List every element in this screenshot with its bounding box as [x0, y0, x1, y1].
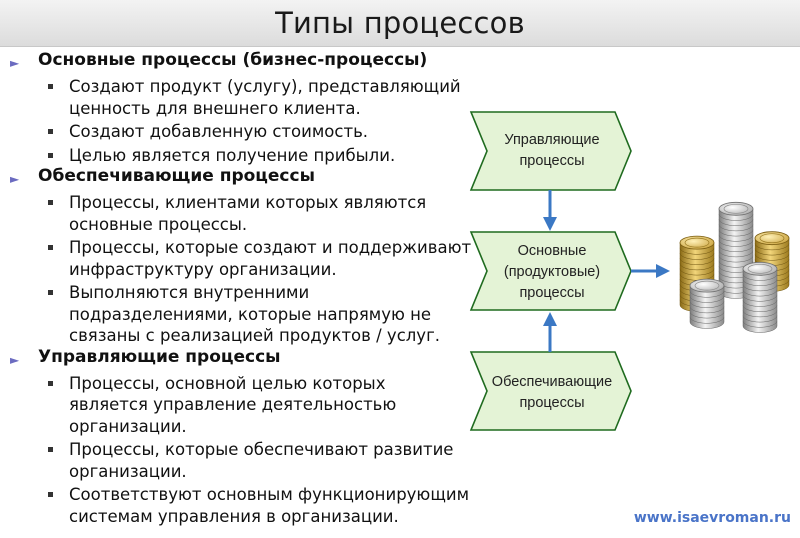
bullet-line: Соответствуют основным функционирующим: [69, 485, 470, 504]
title-bar: Типы процессов: [0, 0, 800, 47]
bullet-line: является управление деятельностью: [69, 395, 397, 414]
arrow-right-icon: [631, 264, 670, 278]
square-bullet-icon: [48, 245, 53, 250]
square-bullet-icon: [48, 447, 53, 452]
bullet-line: связаны с реализацией продуктов / услуг.: [69, 326, 440, 345]
square-bullet-icon: [48, 129, 53, 134]
square-bullet-icon: [48, 380, 53, 386]
managing-label-line1: Управляющие: [504, 132, 599, 148]
website-watermark: www.isaevroman.ru: [633, 510, 791, 526]
bullet-item: Выполняются внутренними подразделениями, …: [8, 282, 478, 347]
section-heading: ► Основные процессы (бизнес-процессы): [8, 50, 478, 74]
square-bullet-icon: [48, 492, 53, 497]
slide-title: Типы процессов: [275, 6, 525, 40]
bullet-item: Создают продукт (услугу), представляющий…: [8, 76, 478, 119]
section-heading-text: Основные процессы (бизнес-процессы): [38, 50, 428, 70]
bullet-line: Создают продукт (услугу), представляющий: [69, 77, 461, 96]
core-processes-shape: Основные (продуктовые) процессы: [469, 231, 632, 311]
process-section: ► Основные процессы (бизнес-процессы) Созд…: [8, 50, 478, 166]
section-heading-text: Обеспечивающие процессы: [38, 166, 315, 186]
section-heading-text: Управляющие процессы: [38, 346, 281, 367]
bullet-line: Процессы, основной целью которых: [69, 373, 386, 393]
section-heading: ► Управляющие процессы: [8, 347, 478, 371]
square-bullet-icon: [48, 84, 53, 89]
triangle-bullet-icon: ►: [10, 352, 20, 367]
supporting-label-line1: Обеспечивающие: [492, 374, 612, 390]
arrow-up-icon: [543, 312, 557, 352]
bullet-line: организации.: [69, 416, 187, 436]
bullet-line: Процессы, которые создают и поддерживают: [69, 238, 472, 257]
bullet-line: Процессы, которые обеспечивают развитие: [69, 440, 454, 459]
bullet-line: Процессы, клиентами которых являются: [69, 193, 427, 212]
bullet-line: Создают добавленную стоимость.: [69, 122, 369, 141]
bullet-item: Процессы, основной целью которых является…: [8, 373, 478, 438]
square-bullet-icon: [48, 290, 53, 295]
triangle-bullet-icon: ►: [10, 56, 20, 70]
supporting-label-line2: процессы: [519, 395, 584, 411]
core-label-line2: (продуктовые): [504, 264, 600, 280]
bullet-line: Выполняются внутренними: [69, 283, 310, 302]
square-bullet-icon: [48, 200, 53, 205]
process-types-list: ► Основные процессы (бизнес-процессы) Созд…: [8, 50, 478, 527]
bullet-line: подразделениями, которые напрямую не: [69, 304, 432, 324]
triangle-bullet-icon: ►: [10, 172, 20, 186]
core-label-line3: процессы: [519, 285, 584, 301]
managing-label-line2: процессы: [519, 153, 584, 169]
bullet-line: инфраструктуру организации.: [69, 259, 337, 279]
bullet-item: Процессы, клиентами которых являются осно…: [8, 192, 478, 235]
bullet-line: Целью является получение прибыли.: [69, 145, 396, 165]
bullet-item: Процессы, которые создают и поддерживают…: [8, 237, 478, 280]
supporting-processes-shape: Обеспечивающие процессы: [469, 351, 632, 431]
bullet-line: ценность для внешнего клиента.: [69, 98, 361, 118]
bullet-item: Процессы, которые обеспечивают развитие о…: [8, 439, 478, 482]
bullet-line: основные процессы.: [69, 214, 248, 234]
section-heading: ► Обеспечивающие процессы: [8, 166, 478, 190]
arrow-down-icon: [543, 190, 557, 231]
bullet-item: Целью является получение прибыли.: [8, 145, 478, 167]
core-label-line1: Основные: [518, 243, 587, 259]
square-bullet-icon: [48, 152, 53, 158]
bullet-line: системам управления в организации.: [69, 506, 399, 526]
bullet-item: Создают добавленную стоимость.: [8, 121, 478, 143]
bullet-item: Соответствуют основным функционирующим си…: [8, 484, 478, 527]
managing-processes-shape: Управляющие процессы: [469, 111, 632, 191]
coin-stacks-icon: [679, 201, 790, 333]
bullet-line: организации.: [69, 461, 187, 481]
